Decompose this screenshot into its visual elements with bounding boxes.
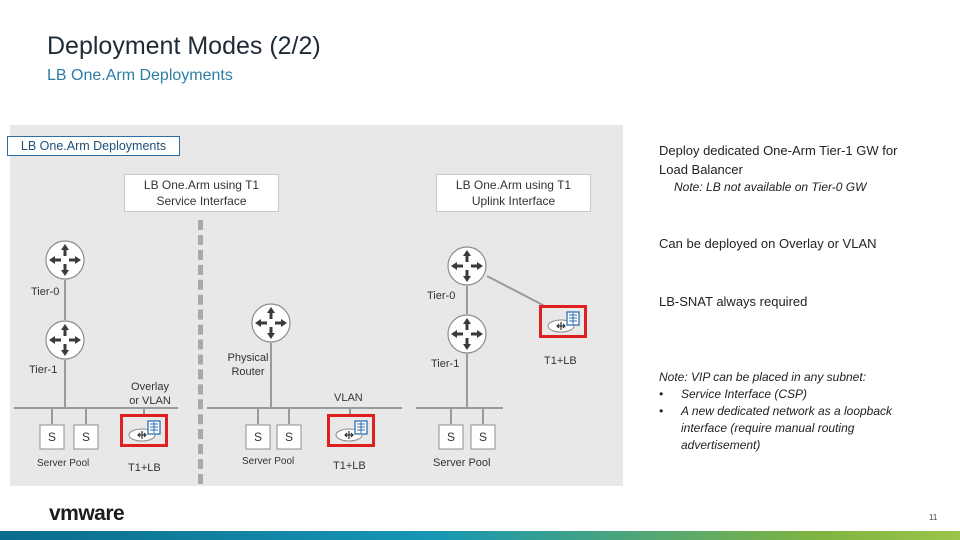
server-icon [73, 424, 99, 450]
server-node: S [276, 424, 302, 450]
page-number: 11 [929, 513, 938, 522]
label-vlan: VLAN [334, 392, 363, 404]
label-physical-router: Physical Router [222, 351, 274, 379]
scenario-left-line2: Service Interface [156, 194, 247, 208]
vip-bullet-1-text: Service Interface (CSP) [681, 387, 808, 401]
vip-bullet-1: • Service Interface (CSP) [659, 386, 949, 403]
router-icon [45, 240, 85, 280]
label-physical-line1: Physical [227, 352, 269, 364]
label-t1lb-right: T1+LB [544, 355, 577, 367]
server-icon [470, 424, 496, 450]
label-t1lb-1: T1+LB [128, 462, 161, 474]
note-dedicated-line2: Load Balancer [659, 162, 743, 177]
slide-subtitle: LB One.Arm Deployments [47, 67, 233, 84]
server-node: S [39, 424, 65, 450]
vmware-logo: vmware [49, 502, 125, 525]
server-icon [438, 424, 464, 450]
vip-note-title: Note: VIP can be placed in any subnet: [659, 370, 867, 384]
note-dedicated-tier1: Deploy dedicated One-Arm Tier-1 GW for L… [659, 141, 949, 179]
label-tier1-left: Tier-1 [29, 364, 58, 376]
note-dedicated-line1: Deploy dedicated One-Arm Tier-1 GW for [659, 143, 898, 158]
label-t1lb-2: T1+LB [333, 460, 366, 472]
bullet-icon: • [659, 404, 664, 418]
server-letter: S [284, 430, 293, 444]
server-icon [245, 424, 271, 450]
load-balancer-highlight [539, 305, 587, 338]
server-letter: S [47, 430, 56, 444]
router-icon [447, 246, 487, 286]
router-icon [447, 314, 487, 354]
server-letter: S [446, 430, 455, 444]
divider-dashed [198, 220, 203, 484]
vip-bullet-2-line3: advertisement) [681, 438, 761, 452]
load-balancer-icon [547, 311, 580, 333]
note-lb-not-available: Note: LB not available on Tier-0 GW [674, 180, 867, 194]
server-node: S [245, 424, 271, 450]
note-lb-snat: LB-SNAT always required [659, 294, 808, 309]
bullet-icon: • [659, 387, 664, 401]
server-node: S [438, 424, 464, 450]
label-server-pool-1: Server Pool [37, 458, 90, 469]
scenario-left-line1: LB One.Arm using T1 [143, 178, 260, 192]
slide-title: Deployment Modes (2/2) [47, 32, 321, 60]
scenario-right-line2: Uplink Interface [471, 194, 556, 208]
panel-label: LB One.Arm Deployments [7, 136, 180, 156]
load-balancer-highlight [120, 414, 168, 447]
load-balancer-icon [335, 420, 368, 442]
label-tier0-right: Tier-0 [427, 290, 456, 302]
server-icon [39, 424, 65, 450]
vip-note: Note: VIP can be placed in any subnet: •… [659, 369, 949, 454]
label-physical-line2: Router [231, 366, 265, 378]
server-node: S [470, 424, 496, 450]
load-balancer-icon [128, 420, 161, 442]
label-tier1-right: Tier-1 [431, 358, 460, 370]
scenario-right-line1: LB One.Arm using T1 [455, 178, 572, 192]
label-overlay-line1: Overlay [131, 381, 169, 393]
scenario-left-box: LB One.Arm using T1 Service Interface [124, 174, 279, 212]
router-icon [45, 320, 85, 360]
server-letter: S [253, 430, 262, 444]
server-icon [276, 424, 302, 450]
note-overlay-vlan: Can be deployed on Overlay or VLAN [659, 236, 877, 251]
server-letter: S [478, 430, 487, 444]
server-letter: S [81, 430, 90, 444]
label-server-pool-2: Server Pool [242, 456, 295, 467]
label-overlay: Overlay or VLAN [124, 380, 176, 408]
label-tier0-left: Tier-0 [31, 286, 60, 298]
router-icon [251, 303, 291, 343]
scenario-right-box: LB One.Arm using T1 Uplink Interface [436, 174, 591, 212]
vip-bullet-2-line2: interface (require manual routing [681, 421, 855, 435]
vip-bullet-2-line1: A new dedicated network as a loopback [681, 404, 893, 418]
label-server-pool-3: Server Pool [433, 457, 491, 469]
server-node: S [73, 424, 99, 450]
vip-bullet-2: • A new dedicated network as a loopback … [659, 403, 949, 454]
footer-bar [0, 531, 960, 540]
label-overlay-line2: or VLAN [129, 395, 171, 407]
load-balancer-highlight [327, 414, 375, 447]
vip-bullet-2-text: A new dedicated network as a loopback in… [681, 403, 892, 454]
